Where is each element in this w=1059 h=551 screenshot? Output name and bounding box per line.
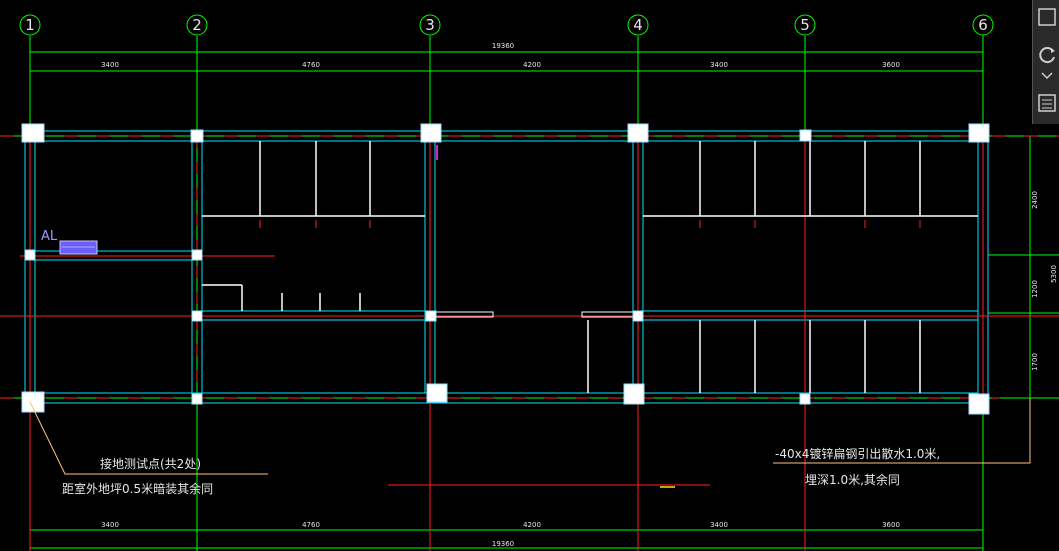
column (21, 391, 45, 413)
column (191, 310, 203, 322)
dim-right-span-1: 2400 (1031, 191, 1039, 209)
dim-top-span-4: 3400 (710, 61, 728, 69)
chevron-down-icon[interactable] (1036, 68, 1058, 90)
dim-right-span-2: 1200 (1031, 280, 1039, 298)
axis-bubble-1 (19, 14, 41, 36)
column (968, 393, 990, 415)
column (623, 383, 645, 405)
dim-top-total: 19360 (492, 42, 514, 50)
axis-label-4: 4 (633, 16, 643, 34)
dim-bottom-span-3: 4200 (523, 521, 541, 529)
room-partitions (202, 141, 978, 393)
nav-wheel-icon[interactable] (1036, 92, 1058, 114)
top-dimension-chain (29, 48, 984, 75)
column (24, 249, 36, 261)
column (190, 129, 204, 143)
axis-bubble-3 (419, 14, 441, 36)
note-right-line-1: -40x4镀锌扁钢引出散水1.0米, (775, 446, 940, 461)
grounding-lines (0, 135, 1059, 551)
panel-label: AL (41, 229, 58, 244)
orbit-icon[interactable] (1036, 44, 1058, 66)
view-toolbar (1032, 0, 1059, 124)
note-left-line-1: 接地测试点(共2处) (100, 456, 201, 471)
dim-bottom-span-4: 3400 (710, 521, 728, 529)
dim-top-span-3: 4200 (523, 61, 541, 69)
dim-top-span-2: 4760 (302, 61, 320, 69)
dim-top-span-5: 3600 (882, 61, 900, 69)
axis-bubbles (19, 14, 994, 36)
column (799, 129, 812, 142)
right-dimension-chain (988, 135, 1059, 399)
dim-bottom-span-5: 3600 (882, 521, 900, 529)
axis-bubble-5 (794, 14, 816, 36)
axis-label-6: 6 (978, 16, 988, 34)
interior-walls (35, 141, 978, 393)
column (191, 249, 203, 261)
column (191, 393, 203, 405)
dim-right-total: 5300 (1050, 265, 1058, 283)
note-left-line-2: 距室外地坪0.5米暗装其余同 (62, 481, 213, 496)
distribution-panel-icon[interactable] (59, 240, 98, 255)
note-right-line-2: 埋深1.0米,其余同 (805, 472, 900, 487)
column (426, 383, 448, 403)
exterior-walls (24, 130, 989, 404)
column (632, 310, 644, 322)
column (627, 123, 649, 143)
axis-bubble-6 (972, 14, 994, 36)
column (21, 123, 45, 143)
dim-right-span-3: 1700 (1031, 353, 1039, 371)
column (968, 123, 990, 143)
axis-label-2: 2 (192, 16, 202, 34)
axis-label-3: 3 (425, 16, 435, 34)
dim-bottom-span-2: 4760 (302, 521, 320, 529)
axis-label-5: 5 (800, 16, 810, 34)
dim-bottom-span-1: 3400 (101, 521, 119, 529)
view-cube-icon[interactable] (1036, 6, 1058, 28)
dim-top-span-1: 3400 (101, 61, 119, 69)
axis-bubble-4 (627, 14, 649, 36)
column (420, 123, 442, 143)
dim-bottom-total: 19360 (492, 540, 514, 548)
axis-label-1: 1 (25, 16, 35, 34)
columns (21, 123, 990, 415)
column (799, 393, 811, 405)
leader-lines (29, 398, 1031, 475)
axis-bubble-2 (186, 14, 208, 36)
column (425, 310, 437, 322)
